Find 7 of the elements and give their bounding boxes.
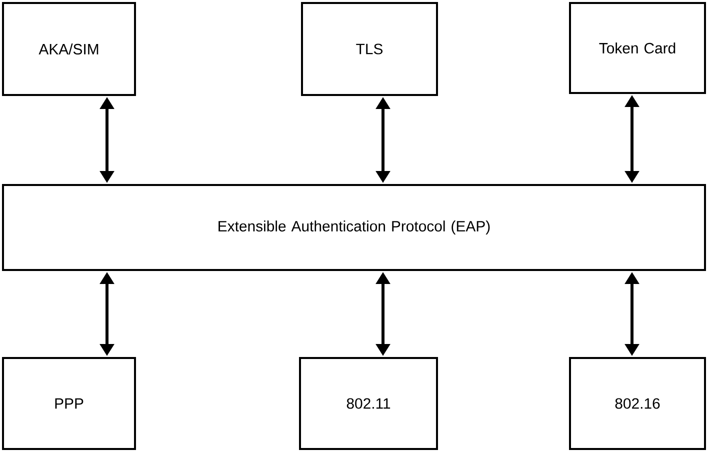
protocol-box: Token Card (569, 2, 706, 94)
protocol-box: 802.11 (299, 356, 438, 450)
protocol-box: 802.16 (569, 356, 706, 450)
protocol-box: AKA/SIM (2, 2, 136, 96)
protocol-box: TLS (301, 2, 438, 96)
protocol-box: PPP (2, 356, 136, 450)
protocol-box: Extensible Authentication Protocol (EAP) (2, 184, 706, 271)
